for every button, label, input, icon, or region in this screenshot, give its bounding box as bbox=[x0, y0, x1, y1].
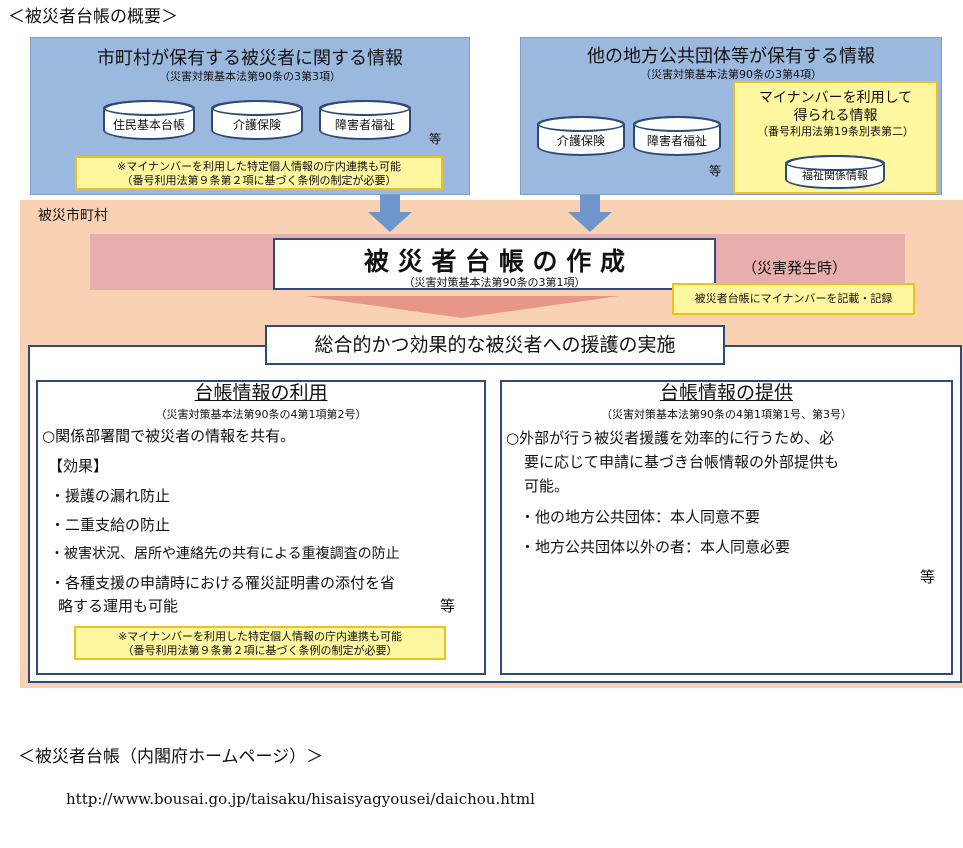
implementation-title: 総合的かつ効果的な被災者への援護の実施 bbox=[265, 325, 725, 365]
reference-title: ＜被災者台帳（内閣府ホームページ）＞ bbox=[18, 747, 324, 767]
text-line: ・他の地方公共団体：本人同意不要 bbox=[520, 508, 761, 526]
mynumber-record-note: 被災者台帳にマイナンバーを記載・記録 bbox=[672, 283, 915, 315]
creation-box: 被 災 者 台 帳 の 作 成 （災害対策基本法第90条の3第1項） bbox=[273, 238, 716, 290]
box-title: マイナンバーを利用して bbox=[758, 90, 913, 106]
other-government-info-panel: 他の地方公共団体等が保有する情報 （災害対策基本法第90条の3第4項） 介護保険… bbox=[520, 37, 942, 195]
etc-label: 等 bbox=[429, 132, 442, 146]
database-icon: 福祉関係情報 bbox=[785, 155, 885, 189]
panel-law: （災害対策基本法第90条の3第4項） bbox=[640, 68, 822, 81]
down-arrow-icon bbox=[568, 212, 612, 232]
section-law: （災害対策基本法第90条の4第1項第2号） bbox=[155, 408, 367, 421]
note-line: ※マイナンバーを利用した特定個人情報の庁内連携も可能 bbox=[118, 630, 402, 643]
municipal-info-panel: 市町村が保有する被災者に関する情報 （災害対策基本法第90条の3第3項） 住民基… bbox=[30, 37, 470, 195]
down-arrow-icon bbox=[368, 212, 412, 232]
creation-title: 被 災 者 台 帳 の 作 成 bbox=[364, 247, 625, 276]
text-line: ・被害状況、居所や連絡先の共有による重複調査の防止 bbox=[50, 546, 400, 562]
text-line: 可能。 bbox=[524, 477, 570, 495]
down-triangle-icon bbox=[305, 296, 619, 318]
etc-label: 等 bbox=[920, 568, 936, 586]
text-line: 要に応じて申請に基づき台帳情報の外部提供も bbox=[524, 453, 840, 471]
note-line: ※マイナンバーを利用した特定個人情報の庁内連携も可能 bbox=[117, 160, 401, 173]
box-law: （番号利用法第19条別表第二） bbox=[757, 125, 914, 138]
database-icon: 障害者福祉 bbox=[319, 100, 411, 140]
text-line: ・援護の漏れ防止 bbox=[50, 487, 171, 505]
page-heading: ＜被災者台帳の概要＞ bbox=[8, 7, 178, 27]
etc-label: 等 bbox=[440, 597, 456, 615]
database-icon: 介護保険 bbox=[211, 100, 303, 140]
note-line: （番号利用法第９条第２項に基づく条例の制定が必要） bbox=[121, 174, 397, 187]
ledger-use-box: 台帳情報の利用 （災害対策基本法第90条の4第1項第2号） ○関係部署間で被災者… bbox=[36, 380, 486, 675]
text-line: 略する運用も可能 bbox=[58, 597, 179, 615]
database-icon: 障害者福祉 bbox=[633, 116, 721, 156]
database-icon: 介護保険 bbox=[537, 116, 625, 156]
text-line: ○外部が行う被災者援護を効率的に行うため、必 bbox=[506, 429, 835, 447]
panel-title: 他の地方公共団体等が保有する情報 bbox=[587, 46, 875, 67]
municipality-label: 被災市町村 bbox=[38, 208, 108, 224]
text-line: ・各種支援の申請時における罹災証明書の添付を省 bbox=[50, 574, 396, 592]
creation-law: （災害対策基本法第90条の3第1項） bbox=[403, 276, 586, 289]
text-line: 【効果】 bbox=[48, 457, 109, 475]
section-title: 台帳情報の利用 bbox=[184, 382, 338, 404]
ledger-provision-box: 台帳情報の提供 （災害対策基本法第90条の4第1項第1号、第3号） ○外部が行う… bbox=[500, 380, 953, 675]
text-line: ・二重支給の防止 bbox=[50, 516, 171, 534]
reference-url[interactable]: http://www.bousai.go.jp/taisaku/hisaisya… bbox=[66, 790, 535, 808]
timing-label: （災害発生時） bbox=[742, 259, 848, 277]
text-line: ・地方公共団体以外の者：本人同意必要 bbox=[520, 538, 791, 556]
panel-title: 市町村が保有する被災者に関する情報 bbox=[97, 48, 403, 69]
database-icon: 住民基本台帳 bbox=[103, 100, 195, 140]
arrow-stem bbox=[380, 195, 400, 213]
section-law: （災害対策基本法第90条の4第1項第1号、第3号） bbox=[601, 408, 852, 421]
mynumber-note: ※マイナンバーを利用した特定個人情報の庁内連携も可能 （番号利用法第９条第２項に… bbox=[75, 156, 443, 190]
etc-label: 等 bbox=[709, 164, 722, 178]
mynumber-info-box: マイナンバーを利用して 得られる情報 （番号利用法第19条別表第二） 福祉関係情… bbox=[733, 81, 938, 194]
arrow-stem bbox=[580, 195, 600, 213]
note-line: （番号利用法第９条第２項に基づく条例の制定が必要） bbox=[122, 644, 398, 657]
mynumber-note: ※マイナンバーを利用した特定個人情報の庁内連携も可能 （番号利用法第９条第２項に… bbox=[74, 626, 446, 660]
section-title: 台帳情報の提供 bbox=[649, 382, 803, 404]
box-title: 得られる情報 bbox=[793, 108, 878, 124]
text-line: ○関係部署間で被災者の情報を共有。 bbox=[42, 427, 296, 445]
panel-law: （災害対策基本法第90条の3第3項） bbox=[159, 70, 341, 83]
